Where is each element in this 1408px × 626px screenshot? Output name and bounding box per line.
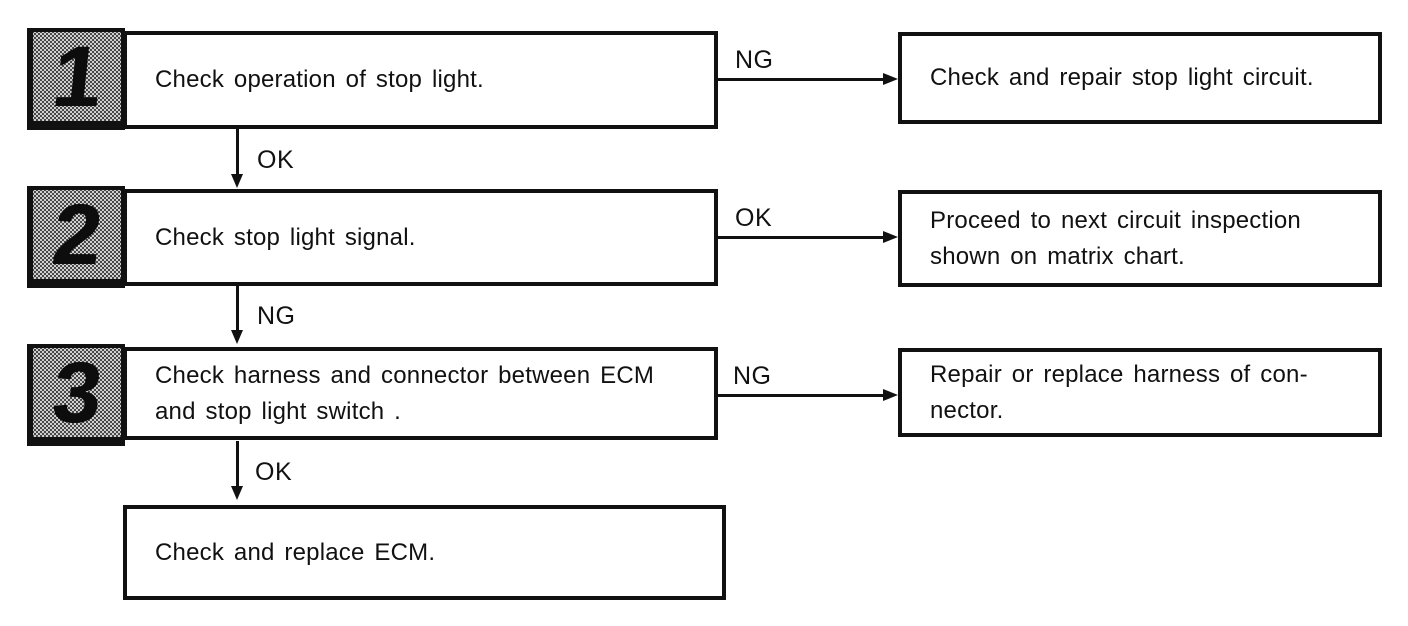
step-1-number-tab: 1: [27, 28, 125, 130]
step-3-next-connector: [236, 441, 239, 487]
step-2-branch-connector: [718, 236, 884, 239]
step-2-result-text-line1: Proceed to next circuit inspection: [930, 206, 1301, 234]
step-2-next-connector: [236, 286, 239, 331]
step-2-action-text: Check stop light signal.: [155, 223, 416, 251]
step-3-action-box: Check harness and connector between ECM …: [123, 347, 718, 440]
step-1-number: 1: [48, 28, 106, 125]
step-3-result-text-line2: nector.: [930, 396, 1004, 424]
arrowhead-down-icon: [231, 330, 243, 344]
step-3-branch-label: NG: [733, 362, 772, 390]
step-2-next-label: NG: [257, 302, 296, 330]
arrowhead-down-icon: [231, 174, 243, 188]
step-2-action-box: Check stop light signal.: [123, 189, 718, 286]
step-3-number: 3: [48, 344, 106, 441]
step-3-branch-connector: [718, 394, 884, 397]
step-1-next-label: OK: [257, 146, 295, 174]
arrowhead-right-icon: [883, 389, 898, 401]
arrowhead-down-icon: [231, 486, 243, 500]
step-1-result-box: Check and repair stop light circuit.: [898, 32, 1382, 124]
step-3-next-label: OK: [255, 458, 293, 486]
step-1-action-text: Check operation of stop light.: [155, 66, 484, 93]
step-1-result-text: Check and repair stop light circuit.: [930, 64, 1314, 91]
final-action-text: Check and replace ECM.: [155, 538, 436, 566]
step-2-number: 2: [48, 186, 106, 283]
step-3-result-text-line1: Repair or replace harness of con-: [930, 360, 1308, 388]
step-3-action-text-line2: and stop light switch .: [155, 397, 402, 425]
step-3-result-box: Repair or replace harness of con- nector…: [898, 348, 1382, 437]
final-action-box: Check and replace ECM.: [123, 505, 726, 600]
step-1-action-box: Check operation of stop light.: [123, 31, 718, 129]
step-1-next-connector: [236, 129, 239, 175]
step-2-branch-label: OK: [735, 204, 773, 232]
step-1-branch-connector: [718, 78, 884, 81]
step-3-action-text-line1: Check harness and connector between ECM: [155, 361, 655, 389]
arrowhead-right-icon: [883, 231, 898, 243]
step-2-number-tab: 2: [27, 186, 125, 288]
step-1-branch-label: NG: [735, 46, 774, 74]
step-3-number-tab: 3: [27, 344, 125, 446]
step-2-result-box: Proceed to next circuit inspection shown…: [898, 190, 1382, 287]
step-2-result-text-line2: shown on matrix chart.: [930, 242, 1185, 270]
arrowhead-right-icon: [883, 73, 898, 85]
